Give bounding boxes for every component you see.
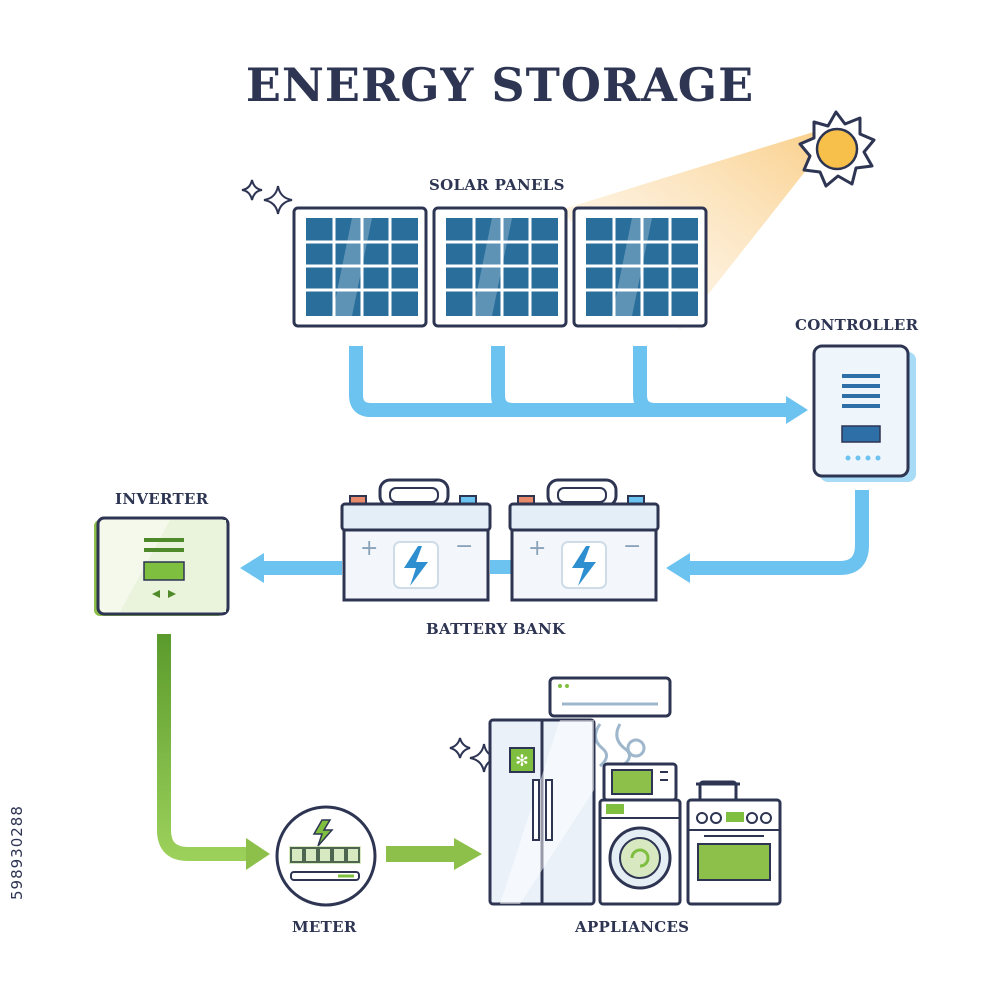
diagram-title: ENERGY STORAGE <box>245 58 755 112</box>
sparkle-icon <box>241 179 293 215</box>
solar-panel <box>572 206 708 328</box>
meter-label: METER <box>292 918 357 936</box>
svg-text:−: − <box>623 534 641 559</box>
arrow-to-battery <box>666 553 690 583</box>
arrow-to-inverter <box>240 553 264 583</box>
meter-device <box>275 805 377 907</box>
solar-panel <box>432 206 568 328</box>
stock-id: 598930288 <box>8 805 26 900</box>
appliances-group: ✻ <box>449 676 782 906</box>
controller-label: CONTROLLER <box>795 316 919 334</box>
appliances-label: APPLIANCES <box>575 918 690 936</box>
refrigerator-icon: ✻ <box>488 718 596 906</box>
svg-text:+: + <box>528 536 546 561</box>
solar-panels-label: SOLAR PANELS <box>429 176 565 194</box>
inverter-to-meter-flow <box>157 634 250 861</box>
solar-panels-group <box>292 206 708 328</box>
controller-to-battery-flow <box>690 490 869 575</box>
stove-icon <box>686 780 782 906</box>
svg-text:✻: ✻ <box>515 751 528 770</box>
svg-text:−: − <box>455 534 473 559</box>
inverter-device <box>94 516 230 616</box>
svg-text:+: + <box>360 536 378 561</box>
battery-icon: + − <box>340 478 492 602</box>
panel-to-controller-flow <box>349 346 790 417</box>
meter-to-appliances-flow <box>386 846 456 862</box>
sun-icon <box>798 110 876 188</box>
battery-bank-label: BATTERY BANK <box>426 620 566 638</box>
air-conditioner-icon <box>548 676 672 768</box>
washing-machine-icon <box>598 798 682 906</box>
arrow-to-controller <box>786 396 808 424</box>
battery-bank: + − + − <box>340 478 660 602</box>
inverter-label: INVERTER <box>115 490 209 508</box>
microwave-icon <box>602 762 678 802</box>
controller-device <box>812 344 916 482</box>
arrow-to-appliances <box>454 838 482 870</box>
battery-link <box>490 560 512 574</box>
battery-icon: + − <box>508 478 660 602</box>
arrow-to-meter <box>246 838 270 870</box>
solar-panel <box>292 206 428 328</box>
